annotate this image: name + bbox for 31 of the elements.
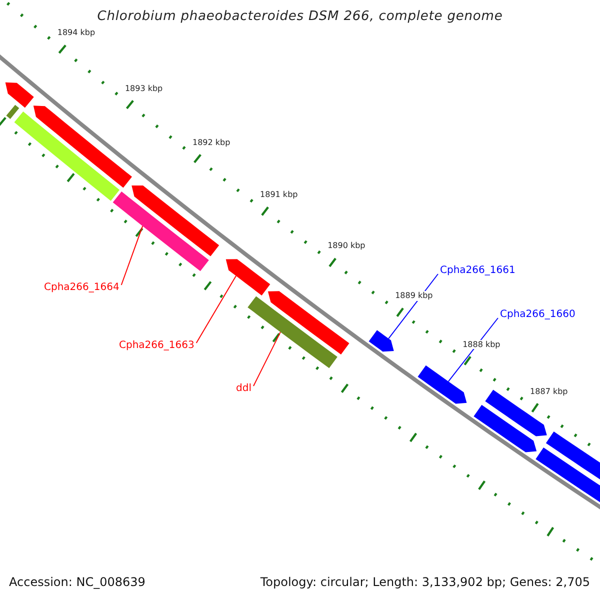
leader-line	[252, 332, 281, 386]
tick-label: 1889 kbp	[394, 291, 434, 301]
gene-bar	[112, 191, 209, 272]
gene-segment	[132, 185, 220, 256]
gene-segment	[5, 82, 34, 108]
gene-label: ddl	[236, 383, 252, 395]
genome-info-text: Topology: circular; Length: 3,133,902 bp; Genes: 2,705	[260, 575, 590, 590]
gene-label: Cpha266_1661	[440, 265, 516, 277]
gene-label: Cpha266_1664	[44, 282, 120, 294]
gene-segment	[474, 404, 537, 452]
tick-label: 1891 kbp	[259, 190, 299, 200]
gene-label: Cpha266_1663	[119, 340, 194, 352]
gene-bar	[6, 104, 20, 119]
gene-bar	[14, 112, 120, 201]
gene-segment	[368, 330, 394, 352]
accession-text: Accession: NC_008639	[9, 575, 146, 590]
tick-label: 1888 kbp	[462, 340, 502, 350]
diagram-title: Chlorobium phaeobacteroides DSM 266, complete genome	[96, 9, 504, 25]
tick-label: 1894 kbp	[56, 28, 96, 38]
gene-bar	[248, 296, 338, 368]
leader-line	[120, 226, 144, 286]
gene-segment	[33, 106, 132, 188]
gene-segment	[226, 259, 270, 296]
tick-label: 1892 kbp	[191, 138, 232, 148]
tick-label: 1887 kbp	[529, 386, 569, 396]
gene-segment	[268, 291, 350, 355]
tick-label: 1893 kbp	[124, 84, 164, 94]
tick-label: 1890 kbp	[326, 241, 366, 251]
gene-segment	[418, 365, 467, 404]
leader-line	[196, 275, 237, 344]
gene-label: Cpha266_1660	[500, 309, 576, 321]
